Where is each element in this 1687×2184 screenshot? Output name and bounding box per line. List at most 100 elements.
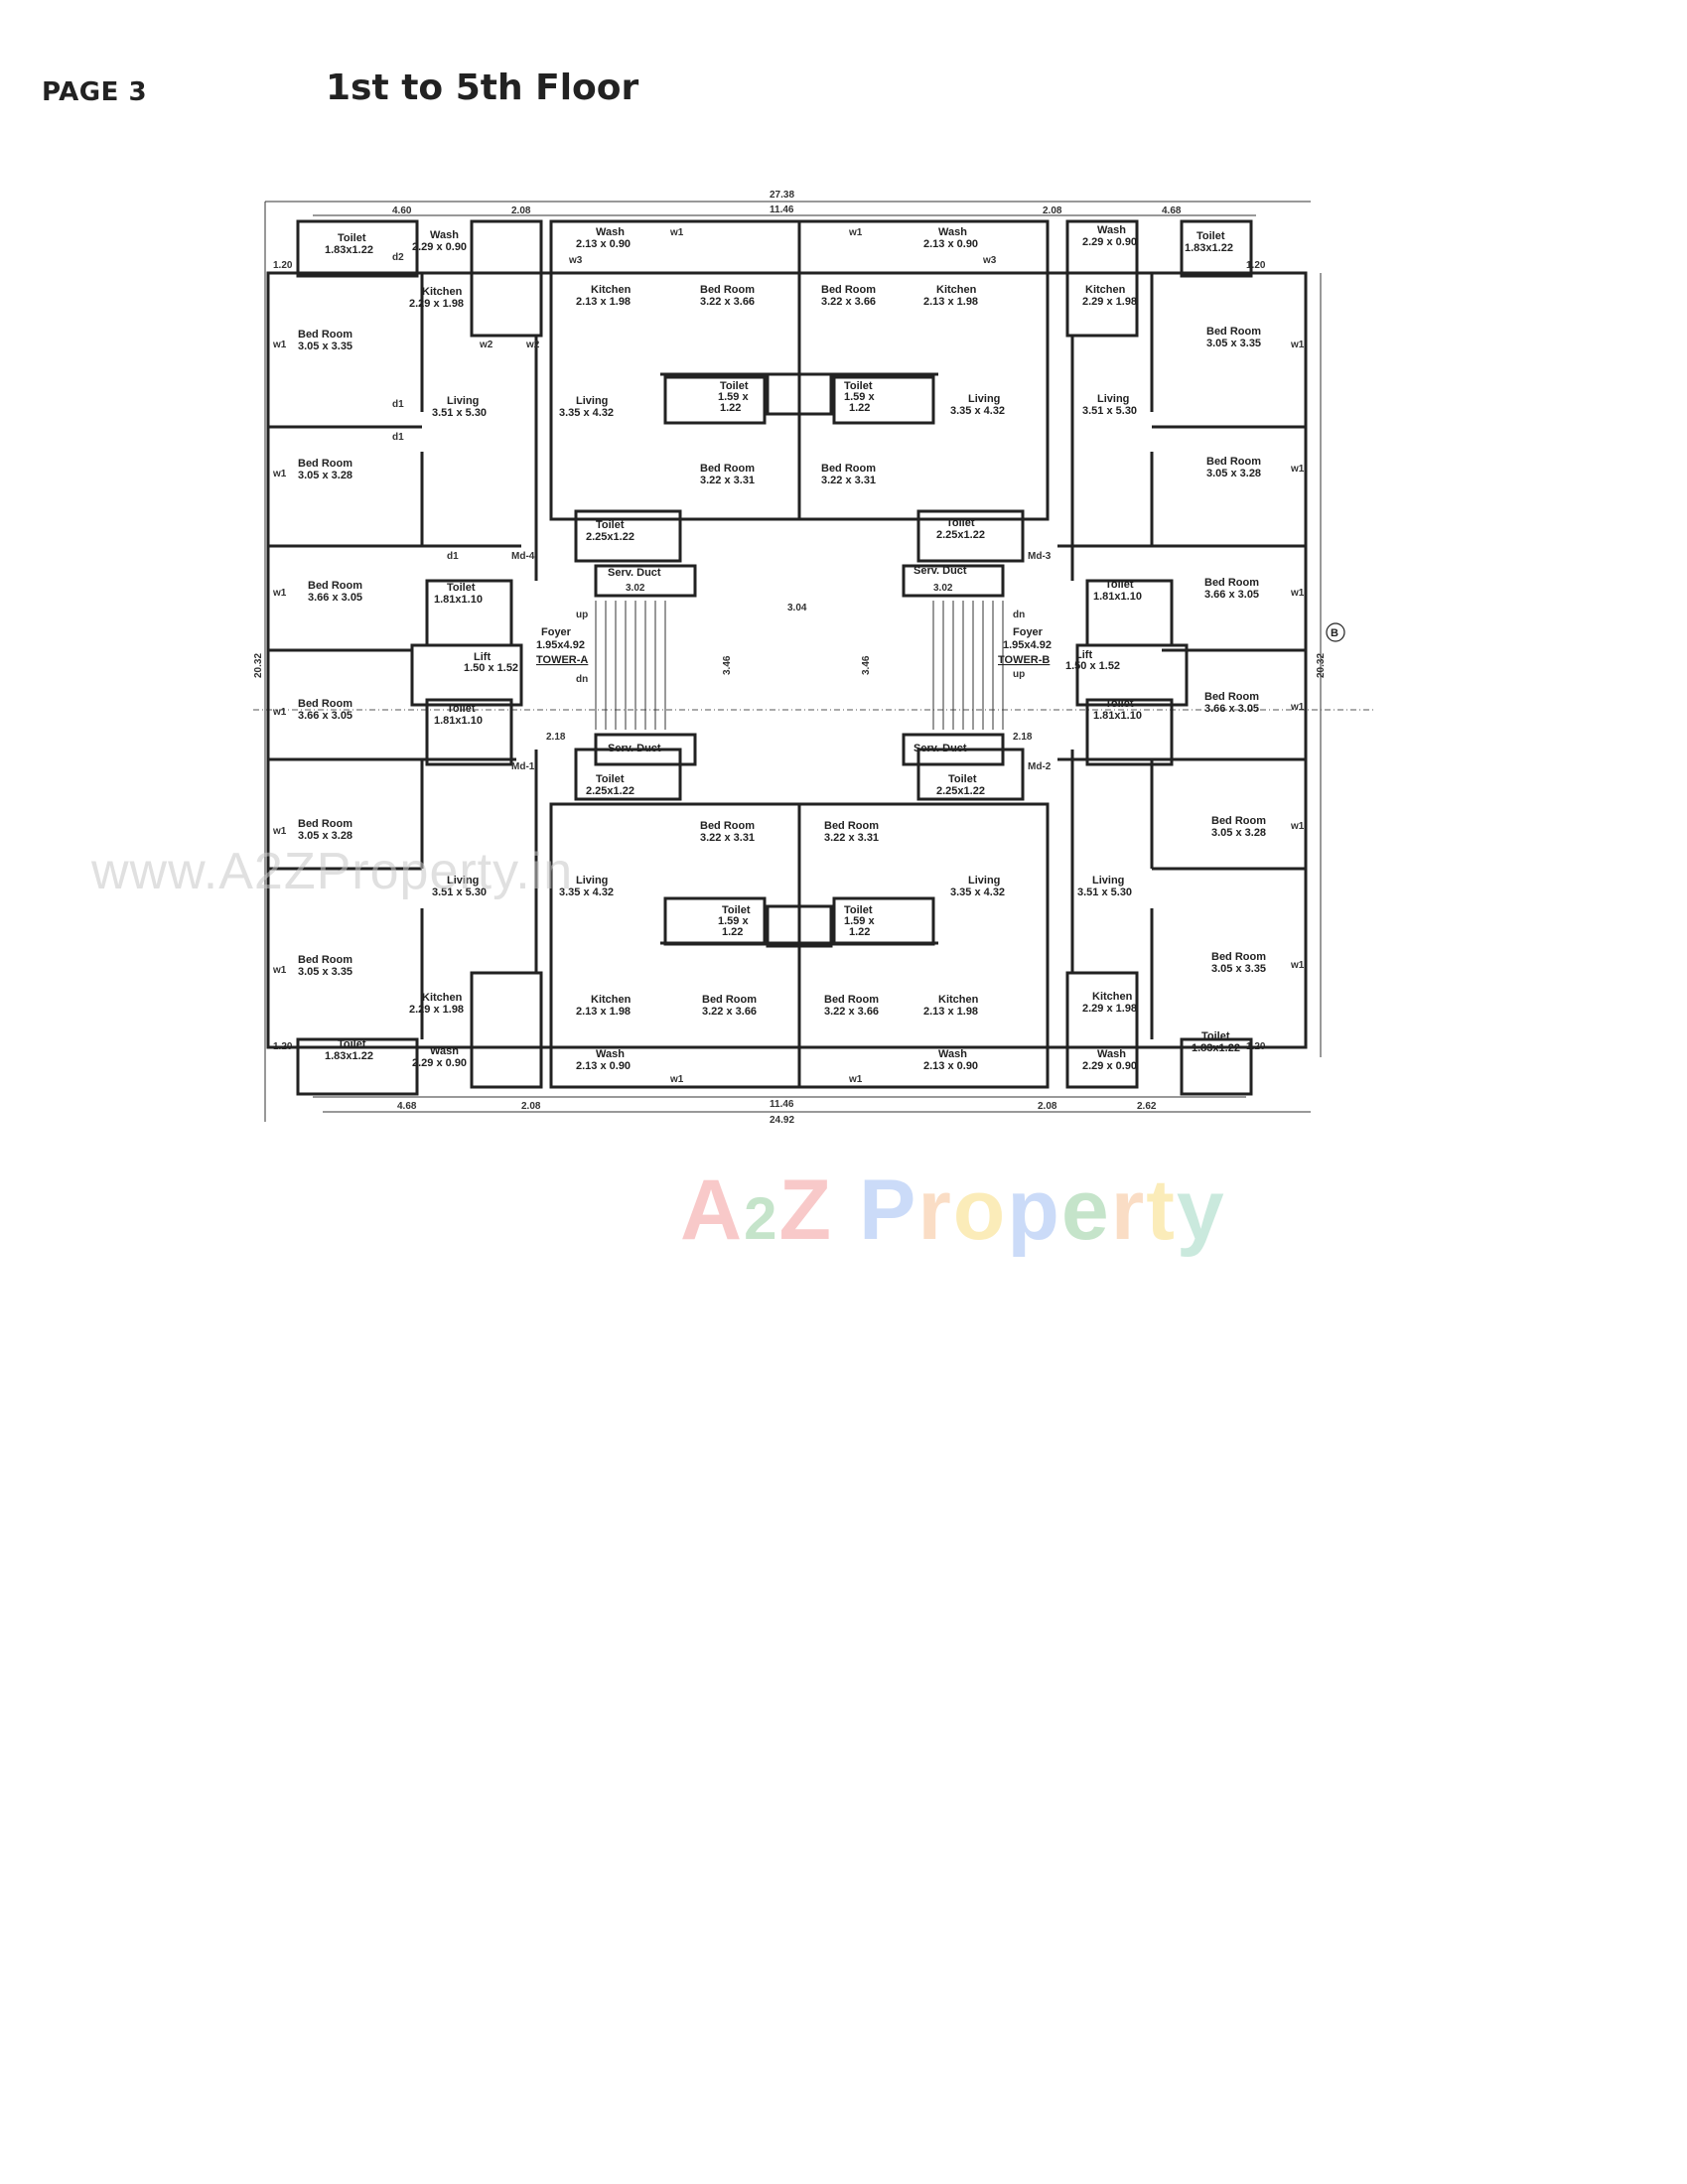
room-dims: 1.83x1.22 xyxy=(1192,1042,1240,1054)
room-dims: 2.29 x 1.98 xyxy=(1082,296,1137,308)
room-dims: 3.05 x 3.28 xyxy=(1211,827,1266,839)
watermark-url: www.A2ZProperty.in xyxy=(91,843,574,900)
room-dims: 2.13 x 0.90 xyxy=(923,238,978,250)
foyer-dims: 1.95x4.92 xyxy=(536,639,585,651)
grid-marker-label: B xyxy=(1331,627,1338,639)
door-tag: d1 xyxy=(392,432,404,443)
logo-letter: 2 xyxy=(744,1185,779,1252)
room-dims: 3.22 x 3.66 xyxy=(700,296,755,308)
room-label: Wash xyxy=(596,1048,625,1060)
dim-height-left: 20.32 xyxy=(253,653,264,678)
lift-label: Lift xyxy=(474,651,491,663)
window-tag: w1 xyxy=(272,707,287,718)
room-label: Toilet xyxy=(1201,1030,1230,1042)
room-dims: 3.05 x 3.28 xyxy=(298,830,352,842)
room-label: Living xyxy=(447,395,479,407)
room-label: Kitchen xyxy=(1092,991,1133,1003)
stair-dn-label: dn xyxy=(1013,610,1025,620)
room-dims: 3.66 x 3.05 xyxy=(298,710,352,722)
room-dims: 2.29 x 0.90 xyxy=(412,1057,467,1069)
window-tag: w2 xyxy=(525,340,540,350)
dim-top-inner: 11.46 xyxy=(770,205,794,215)
room-dims: 3.05 x 3.35 xyxy=(298,966,352,978)
room-dims: 3.35 x 4.32 xyxy=(950,405,1005,417)
watermark-logo: A2Z Property xyxy=(680,1161,1226,1260)
room-label: Toilet xyxy=(338,1038,366,1050)
dimension-lines xyxy=(253,201,1375,1122)
room-label: Toilet xyxy=(1105,579,1134,591)
dim-height-right: 20.32 xyxy=(1316,653,1327,678)
window-tag: w2 xyxy=(479,340,493,350)
room-dims: 2.29 x 0.90 xyxy=(1082,1060,1137,1072)
window-tag: w1 xyxy=(272,965,287,976)
window-tag: w1 xyxy=(848,227,863,238)
room-dims: 3.22 x 3.66 xyxy=(821,296,876,308)
room-label: Bed Room xyxy=(298,818,352,830)
room-label: Bed Room xyxy=(298,458,352,470)
room-dims: 1.81x1.10 xyxy=(1093,710,1142,722)
room-label: Bed Room xyxy=(298,329,352,341)
door-tag: d1 xyxy=(392,399,404,410)
dim-2-08-right: 2.08 xyxy=(1043,205,1062,216)
dim-4-68-bottom: 4.68 xyxy=(397,1101,417,1112)
window-tag: w1 xyxy=(272,469,287,479)
room-dims: 3.35 x 4.32 xyxy=(559,887,614,898)
dim-1-20: 1.20 xyxy=(273,260,293,271)
dim-core-height: 3.46 xyxy=(722,655,733,675)
room-label: Toilet xyxy=(596,519,625,531)
room-label: Kitchen xyxy=(1085,284,1126,296)
room-label: Toilet xyxy=(722,904,751,916)
room-label: Living xyxy=(968,875,1000,887)
window-tag: w1 xyxy=(669,227,684,238)
stair-up-label: up xyxy=(1013,669,1025,680)
room-dims: 3.22 x 3.66 xyxy=(824,1006,879,1018)
main-door-label: Md-1 xyxy=(511,761,535,772)
room-dims: 2.25x1.22 xyxy=(936,785,985,797)
window-tag: w1 xyxy=(848,1074,863,1085)
logo-letter: e xyxy=(1060,1162,1111,1258)
door-tag: d2 xyxy=(392,252,404,263)
logo-letter: r xyxy=(1110,1162,1147,1258)
room-dims: 3.05 x 3.35 xyxy=(298,341,352,352)
room-label: Kitchen xyxy=(422,286,463,298)
room-dims: 1.81x1.10 xyxy=(434,594,483,606)
stair-up-label: up xyxy=(576,610,588,620)
room-dims: 3.66 x 3.05 xyxy=(1204,703,1259,715)
room-dims: 3.51 x 5.30 xyxy=(432,407,487,419)
room-dims: 3.05 x 3.28 xyxy=(298,470,352,481)
room-dims: 2.29 x 0.90 xyxy=(1082,236,1137,248)
walls xyxy=(266,219,1308,1096)
room-label: Living xyxy=(576,395,608,407)
dim-4-68: 4.68 xyxy=(1162,205,1182,216)
room-label: Toilet xyxy=(946,517,975,529)
room-label: Bed Room xyxy=(824,994,879,1006)
room-dims: 1.22 xyxy=(849,402,870,414)
room-label: Living xyxy=(1097,393,1129,405)
door-tag: d1 xyxy=(447,551,459,562)
room-dims: 3.05 x 3.35 xyxy=(1206,338,1261,349)
lift-label: Lift xyxy=(1075,649,1092,661)
room-label: Toilet xyxy=(720,380,749,392)
room-dims: 2.29 x 1.98 xyxy=(409,1004,464,1016)
main-door-label: Md-4 xyxy=(511,551,535,562)
tower-b-label: TOWER-B xyxy=(998,654,1050,666)
foyer-dims: 1.95x4.92 xyxy=(1003,639,1052,651)
room-label: Toilet xyxy=(338,232,366,244)
logo-letter: Z xyxy=(778,1162,834,1258)
room-label: Toilet xyxy=(447,703,476,715)
room-dims: 3.22 x 3.66 xyxy=(702,1006,757,1018)
lift-dims: 1.50 x 1.52 xyxy=(464,662,518,674)
staircase-left xyxy=(595,601,666,730)
room-label: Bed Room xyxy=(1211,815,1266,827)
room-dims: 3.22 x 3.31 xyxy=(700,832,755,844)
dim-bottom-inner: 11.46 xyxy=(770,1099,794,1110)
room-dims: 3.05 x 3.28 xyxy=(1206,468,1261,479)
serv-duct-label: Serv. Duct xyxy=(914,565,967,577)
page-label: PAGE 3 xyxy=(42,77,148,107)
dim-2-62: 2.62 xyxy=(1137,1101,1157,1112)
window-tag: w3 xyxy=(568,255,583,266)
room-dims: 1.83x1.22 xyxy=(1185,242,1233,254)
window-tag: w3 xyxy=(982,255,997,266)
main-door-label: Md-2 xyxy=(1028,761,1052,772)
dim-1-20-right: 1.20 xyxy=(1246,260,1266,271)
